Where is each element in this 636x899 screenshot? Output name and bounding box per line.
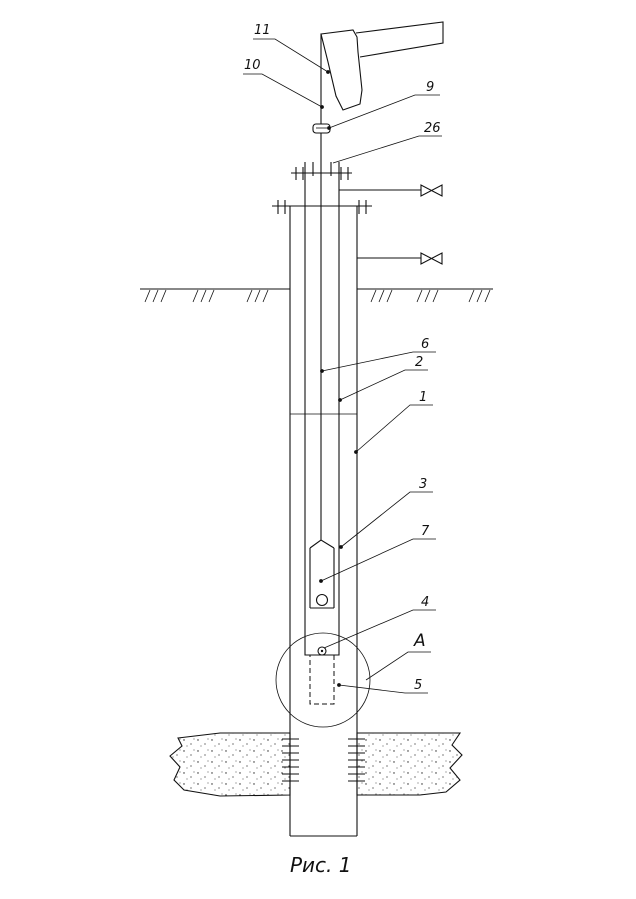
label-6: 6 [421,337,429,352]
label-10: 10 [244,58,261,73]
label-7: 7 [421,524,430,539]
downhole-pump [305,540,339,655]
device-5 [310,655,334,704]
leader-lines [243,39,442,693]
label-1: 1 [419,390,427,405]
label-2: 2 [415,355,423,370]
pump-jack-head [321,22,443,110]
outlet-valve-lower [357,253,442,264]
label-3: 3 [419,477,427,492]
label-11: 11 [254,23,271,38]
ground-surface [140,289,493,302]
producing-formation [170,733,462,796]
label-9: 9 [426,80,434,95]
perforations [282,739,365,781]
label-4: 4 [421,595,429,610]
outlet-valve-upper [339,185,442,196]
production-casing [290,206,357,836]
label-a: A [413,631,426,651]
label-26: 26 [424,121,441,136]
label-5: 5 [414,678,422,693]
figure-caption: Рис. 1 [290,853,352,877]
polished-rod [313,34,330,540]
